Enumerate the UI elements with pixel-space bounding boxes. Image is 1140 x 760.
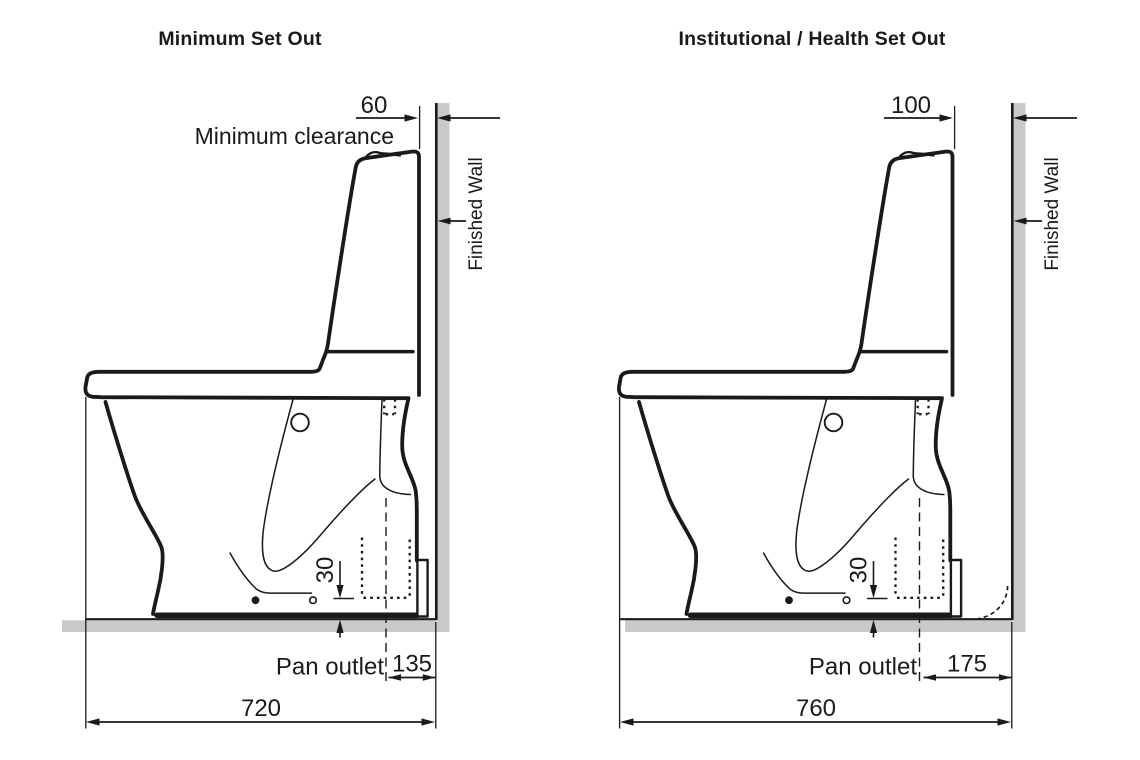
dim-outlet-to-wall (388, 674, 436, 681)
dim-overall-depth (85, 397, 437, 729)
finished-wall-strip (437, 103, 450, 632)
diagram-minimum-set-out: Minimum Set Out 60 Minimum clearance Fin… (62, 28, 500, 729)
dim-clearance (356, 106, 500, 149)
finished-wall-strip (1013, 103, 1026, 632)
dim-clearance (884, 106, 1077, 149)
dim-outlet-to-wall (923, 674, 1012, 681)
floor-strip (625, 620, 1026, 632)
diagram-title: Minimum Set Out (158, 28, 322, 50)
toilet-side-view (85, 151, 427, 685)
dim-overall-depth-value: 760 (796, 695, 836, 722)
finished-wall-pointer (1013, 217, 1042, 225)
pan-outlet-label: Pan outlet (276, 654, 384, 681)
dim-outlet-to-wall-value: 175 (947, 651, 987, 678)
finished-wall-pointer (437, 217, 466, 225)
finished-wall-label: Finished Wall (466, 157, 487, 270)
dim-overall-depth-value: 720 (241, 695, 281, 722)
pan-outlet-label: Pan outlet (809, 654, 917, 681)
dim-clearance-value: 100 (891, 92, 931, 119)
dim-outlet-to-wall-value: 135 (392, 651, 432, 678)
diagram-institutional-health-set-out: Institutional / Health Set Out 100 Finis… (619, 28, 1077, 729)
dim-overall-depth (618, 397, 1013, 729)
finished-wall-label: Finished Wall (1042, 157, 1063, 270)
floor-strip (62, 620, 450, 632)
dim-clearance-label: Minimum clearance (195, 123, 394, 149)
diagram-title: Institutional / Health Set Out (678, 28, 945, 50)
toilet-side-view (619, 151, 961, 685)
dim-clearance-value: 60 (361, 92, 388, 119)
coved-skirting-dashed-arc (978, 585, 1009, 620)
